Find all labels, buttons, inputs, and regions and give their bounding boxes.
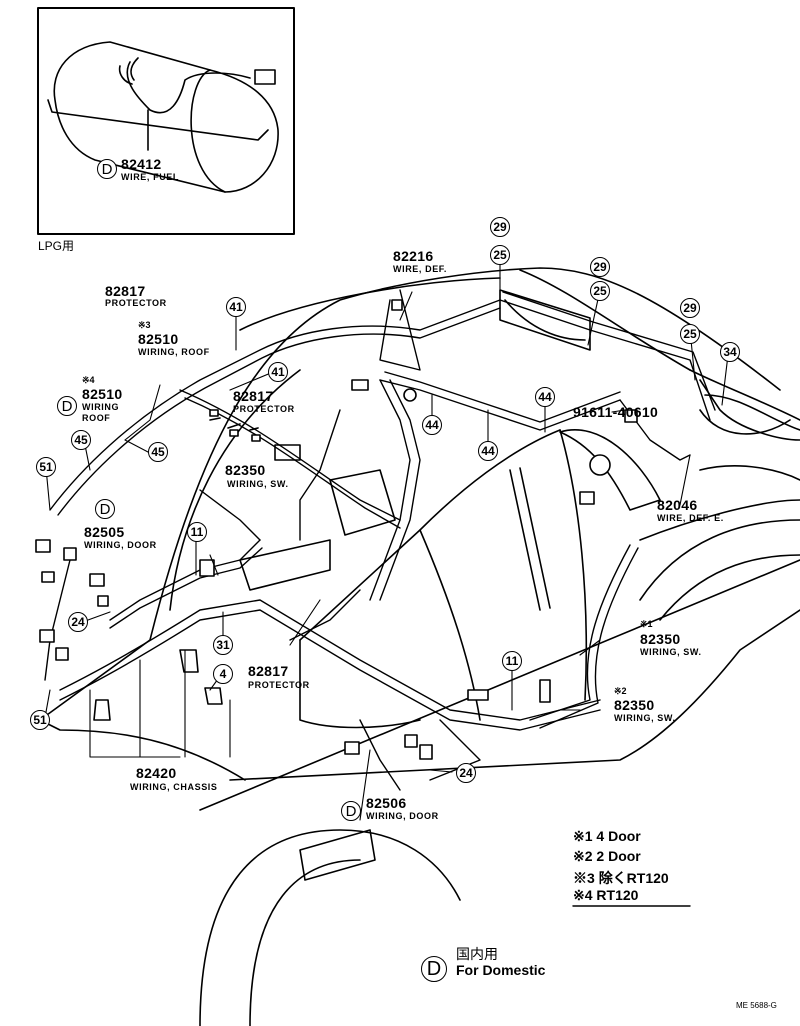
note-82510-roof: ※3	[138, 320, 151, 330]
note-82350-2door: ※2	[614, 686, 627, 696]
callout-51: 51	[36, 457, 56, 477]
callout-45: 45	[71, 430, 91, 450]
legend-mark-4: ※4	[573, 887, 593, 903]
part-name-82420: WIRING, CHASSIS	[130, 782, 218, 792]
inset-caption: LPG用	[38, 239, 75, 253]
part-name-82817-c: PROTECTOR	[248, 680, 310, 690]
part-number-82817-a: 82817	[105, 283, 146, 299]
part-name-82505: WIRING, DOOR	[84, 540, 157, 550]
legend-row-1: ※1 4 Door	[573, 828, 641, 845]
part-number-82510-roof: 82510	[138, 331, 179, 347]
legend-row-3: ※3 除くRT120	[573, 868, 669, 888]
callout-34: 34	[720, 342, 740, 362]
part-number-82046: 82046	[657, 497, 698, 513]
part-name2-82510-rt120: ROOF	[82, 413, 111, 423]
callout-4: 4	[213, 664, 233, 684]
part-name-82216: WIRE, DEF.	[393, 264, 448, 274]
part-number-82506: 82506	[366, 795, 407, 811]
part-number-82216: 82216	[393, 248, 434, 264]
callout-29: 29	[590, 257, 610, 277]
legend-text-4: RT120	[596, 887, 639, 903]
part-number-82505: 82505	[84, 524, 125, 540]
part-number-82510-rt120: 82510	[82, 386, 123, 402]
lpg-tank-drawing	[47, 41, 279, 193]
callout-41: 41	[226, 297, 246, 317]
drawing-code: ME 5688-G	[736, 1001, 777, 1010]
car-body-outline	[39, 267, 800, 1026]
domestic-label-en: For Domestic	[456, 962, 546, 978]
connectors	[35, 299, 638, 760]
callout-44: 44	[478, 441, 498, 461]
legend-mark-2: ※2	[573, 848, 593, 864]
callout-45: 45	[148, 442, 168, 462]
part-number-82420: 82420	[136, 765, 177, 781]
part-number-82350-a: 82350	[225, 462, 266, 478]
callout-11: 11	[502, 651, 522, 671]
callout-31: 31	[213, 635, 233, 655]
part-number-82350-b: 82350	[640, 631, 681, 647]
note-82350-4door: ※1	[640, 619, 653, 629]
legend-mark-3: ※3	[573, 870, 595, 886]
legend-row-4: ※4 RT120	[573, 887, 638, 904]
callout-29: 29	[490, 217, 510, 237]
part-name-82506: WIRING, DOOR	[366, 811, 439, 821]
legend-row-2: ※2 2 Door	[573, 848, 641, 865]
part-name-82510-roof: WIRING, ROOF	[138, 347, 210, 357]
note-82510-rt120: ※4	[82, 375, 95, 385]
callout-11: 11	[187, 522, 207, 542]
part-name-82350-b: WIRING, SW.	[640, 647, 702, 657]
part-number-82350-c: 82350	[614, 697, 655, 713]
callout-51: 51	[30, 710, 50, 730]
part-name-82817-a: PROTECTOR	[105, 298, 167, 308]
part-number-82412: 82412	[121, 156, 162, 172]
legend-text-2: 2 Door	[596, 848, 641, 864]
part-name-82350-c: WIRING, SW.	[614, 713, 676, 723]
callout-24: 24	[68, 612, 88, 632]
domestic-mark-82505: D	[95, 499, 115, 519]
callout-29: 29	[680, 298, 700, 318]
domestic-mark-legend: D	[421, 956, 447, 982]
domestic-label-jp: 国内用	[456, 946, 498, 962]
domestic-mark-inset: D	[97, 159, 117, 179]
callout-25: 25	[490, 245, 510, 265]
callout-25: 25	[590, 281, 610, 301]
inset-frame	[37, 7, 295, 235]
callout-24: 24	[456, 763, 476, 783]
part-name-82412: WIRE, FUEL	[121, 172, 179, 182]
legend-text-1: 4 Door	[596, 828, 641, 844]
part-name-82046: WIRE, DEF. E.	[657, 513, 724, 523]
domestic-mark-82506: D	[341, 801, 361, 821]
part-number-82817-b: 82817	[233, 388, 274, 404]
legend-mark-1: ※1	[573, 828, 593, 844]
callout-25: 25	[680, 324, 700, 344]
domestic-mark-82510: D	[57, 396, 77, 416]
callout-44: 44	[422, 415, 442, 435]
part-name-82817-b: PROTECTOR	[233, 404, 295, 414]
callout-44: 44	[535, 387, 555, 407]
part-name-82510-rt120: WIRING	[82, 402, 120, 412]
part-number-82817-c: 82817	[248, 663, 289, 679]
callout-41: 41	[268, 362, 288, 382]
legend-text-3: 除くRT120	[598, 870, 669, 886]
part-number-91611-40610: 91611-40610	[573, 404, 659, 420]
part-name-82350-a: WIRING, SW.	[227, 479, 289, 489]
